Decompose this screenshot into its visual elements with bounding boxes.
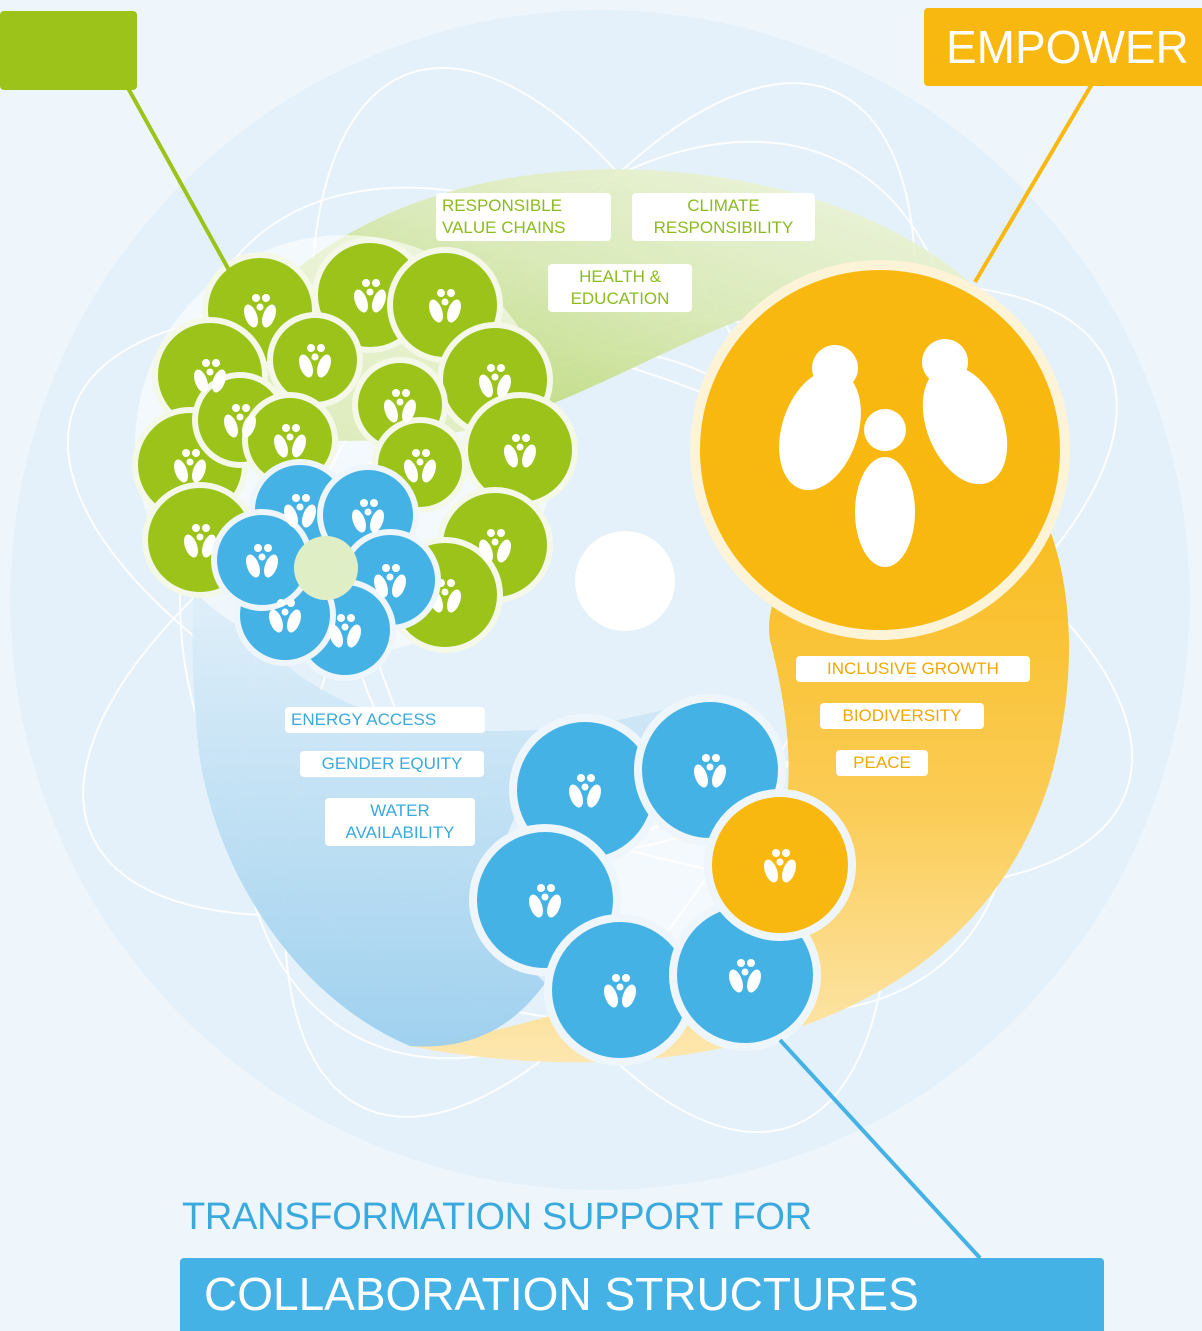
- people-icon: [779, 339, 1008, 567]
- green-connector: [126, 87, 242, 291]
- blue-connector: [778, 1038, 982, 1260]
- label-peace: PEACE: [836, 750, 928, 776]
- footer-bar: COLLABORATION STRUCTURES: [180, 1258, 1104, 1331]
- label-water-availability: WATER AVAILABILITY: [325, 798, 475, 846]
- label-gender-equity: GENDER EQUITY: [300, 751, 484, 777]
- label-responsible-value-chains: RESPONSIBLE VALUE CHAINS: [436, 193, 611, 241]
- label-health-education: HEALTH & EDUCATION: [548, 264, 692, 312]
- label-climate-responsibility: CLIMATE RESPONSIBILITY: [632, 193, 815, 241]
- center-dot: [575, 531, 675, 631]
- small-blue-cluster: [211, 459, 441, 681]
- yellow-people-circle: [690, 260, 1070, 640]
- label-inclusive-growth: INCLUSIVE GROWTH: [796, 656, 1030, 682]
- big-blue-cluster: [469, 694, 856, 1066]
- label-energy-access: ENERGY ACCESS: [285, 707, 485, 733]
- footer-heading: TRANSFORMATION SUPPORT FOR: [182, 1196, 812, 1238]
- green-tag: [0, 11, 137, 90]
- label-biodiversity: BIODIVERSITY: [820, 703, 984, 729]
- yellow-connector: [973, 82, 1094, 284]
- empower-tag: EMPOWER: [924, 8, 1202, 86]
